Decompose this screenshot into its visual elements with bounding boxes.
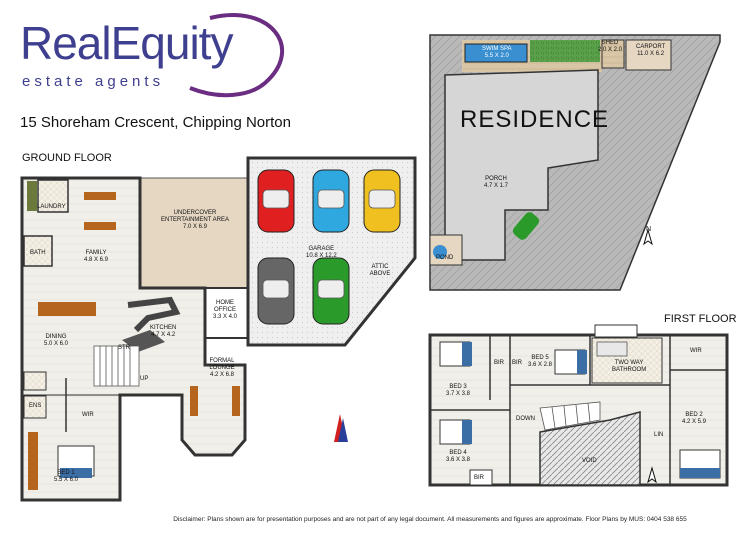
first-floor-title: FIRST FLOOR (664, 313, 737, 325)
bir3-label: BIR (474, 475, 485, 481)
carport-name: CARPORT (636, 44, 666, 50)
pond-label: POND (436, 255, 454, 261)
laundry-label: LAUNDRY (37, 204, 66, 210)
undercover-name: UNDERCOVER ENTERTAINMENT AREA (160, 210, 229, 223)
mus-logo (334, 414, 348, 442)
logo-swoosh (189, 13, 285, 98)
garage-size: 10.8 X 12.2 (306, 253, 337, 259)
bed5-size: 3.6 X 2.8 (528, 362, 553, 368)
dining-size: 5.0 X 6.0 (44, 341, 69, 347)
up-label: UP (140, 376, 149, 382)
stair-label: STR (118, 345, 130, 351)
bathroom-label: TWO WAY BATHROOM (612, 360, 647, 373)
family-name: FAMILY (85, 250, 107, 256)
garage-cars (257, 169, 401, 325)
brand-logo: RealEquity (20, 17, 233, 69)
bed5-name: BED 5 (531, 355, 549, 361)
lounge-name: FORMAL LOUNGE (209, 358, 235, 371)
compass-site (643, 228, 653, 246)
porch-size: 4.7 X 1.7 (484, 183, 509, 189)
undercover-size: 7.0 X 6.9 (182, 224, 208, 230)
kitchen-size: 4.7 X 4.2 (151, 332, 176, 338)
bed4-name: BED 4 (449, 450, 467, 456)
attic-label: ATTIC ABOVE (369, 264, 391, 277)
swim-spa-name: SWIM SPA (482, 46, 512, 52)
residence-label: RESIDENCE (460, 106, 610, 133)
swim-spa-size: 5.5 X 2.0 (484, 53, 509, 59)
compass-first-floor (647, 466, 657, 484)
garage-name: GARAGE (308, 246, 335, 252)
bed2-size: 4.2 X 5.9 (682, 419, 707, 425)
bath-label: BATH (30, 250, 46, 256)
bed1-size: 5.5 X 6.0 (54, 477, 79, 483)
site-plan (429, 34, 721, 291)
bed4-size: 3.6 X 3.8 (446, 457, 471, 463)
ground-floor-title: GROUND FLOOR (22, 152, 112, 164)
office-name: HOME OFFICE (214, 300, 236, 313)
bir1-label: BIR (494, 360, 505, 366)
brand-tagline: estate agents (22, 73, 165, 90)
carport-size: 11.0 X 6.2 (637, 51, 665, 57)
porch-name: PORCH (485, 176, 507, 182)
kitchen-name: KITCHEN (150, 325, 177, 331)
bed3-size: 3.7 X 3.8 (446, 391, 471, 397)
lin-label: LIN (654, 432, 664, 438)
bed3-name: BED 3 (449, 384, 467, 390)
family-size: 4.8 X 6.9 (84, 257, 109, 263)
wir-first-label: WIR (690, 348, 702, 354)
void-label: VOID (582, 458, 597, 464)
shed-name: SHED (601, 40, 619, 46)
bir2-label: BIR (512, 360, 523, 366)
ens-label: ENS (29, 403, 42, 409)
lounge-size: 4.2 X 6.8 (209, 372, 235, 378)
office-size: 3.3 X 4.0 (212, 314, 238, 320)
disclaimer: Disclaimer: Plans shown are for presenta… (173, 516, 687, 523)
bed2-name: BED 2 (685, 412, 703, 418)
down-label: DOWN (516, 416, 535, 422)
wir-ground-label: WIR (82, 412, 94, 418)
property-address: 15 Shoreham Crescent, Chipping Norton (20, 114, 291, 131)
north-label: N (646, 226, 652, 233)
bed1-name: BED 1 (57, 470, 75, 476)
shed-size: 2.0 X 2.0 (598, 47, 623, 53)
first-floor-plan (428, 324, 729, 487)
dining-name: DINING (45, 334, 67, 340)
